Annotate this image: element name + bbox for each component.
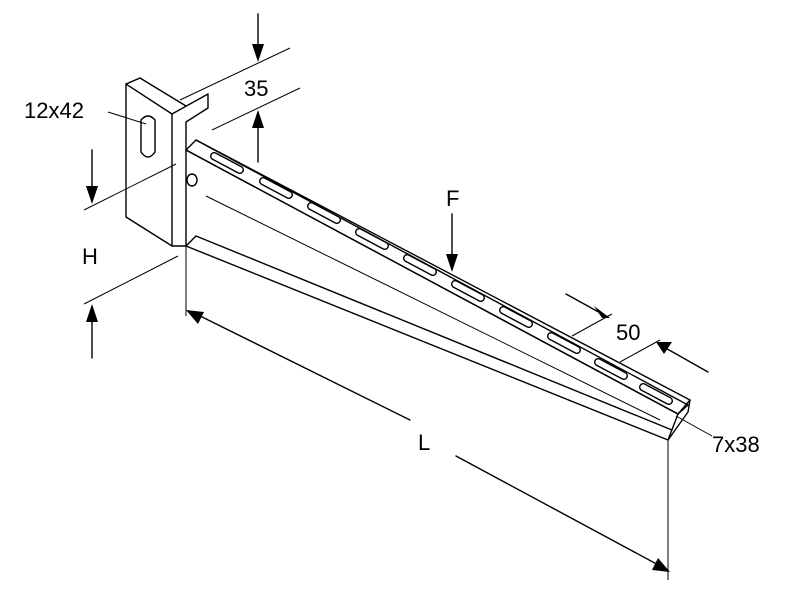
arm-slot	[450, 279, 486, 303]
dimension-h-label: H	[82, 244, 98, 269]
dimension-l-label: L	[418, 430, 430, 455]
arm-slot	[638, 382, 674, 406]
dimension-50-label: 50	[616, 320, 640, 345]
dimension-7x38-label: 7x38	[712, 432, 760, 457]
dimension-h: H	[82, 149, 179, 359]
arm-slot	[546, 331, 582, 355]
dimension-7x38: 7x38	[675, 415, 760, 457]
wall-slot	[140, 115, 156, 158]
wall-plate	[125, 77, 209, 247]
arm-slot	[258, 176, 294, 200]
dimension-l: L	[185, 246, 670, 580]
load-f: F	[446, 186, 459, 272]
arm-slot	[402, 253, 438, 277]
arm-slot	[306, 201, 342, 225]
dimension-50: 50	[565, 293, 709, 373]
arm-slots	[209, 151, 674, 406]
arm-slot	[209, 151, 245, 175]
cantilever-arm	[185, 139, 691, 441]
dimension-12x42-label: 12x42	[24, 98, 84, 123]
dimension-35: 35	[179, 13, 301, 163]
arm-slot	[354, 227, 390, 251]
arm-slot	[593, 357, 629, 381]
dimension-35-label: 35	[244, 76, 268, 101]
mounting-hole	[186, 173, 198, 187]
load-f-label: F	[446, 186, 459, 211]
dimension-12x42: 12x42	[24, 98, 147, 125]
arm-slot	[498, 305, 534, 329]
